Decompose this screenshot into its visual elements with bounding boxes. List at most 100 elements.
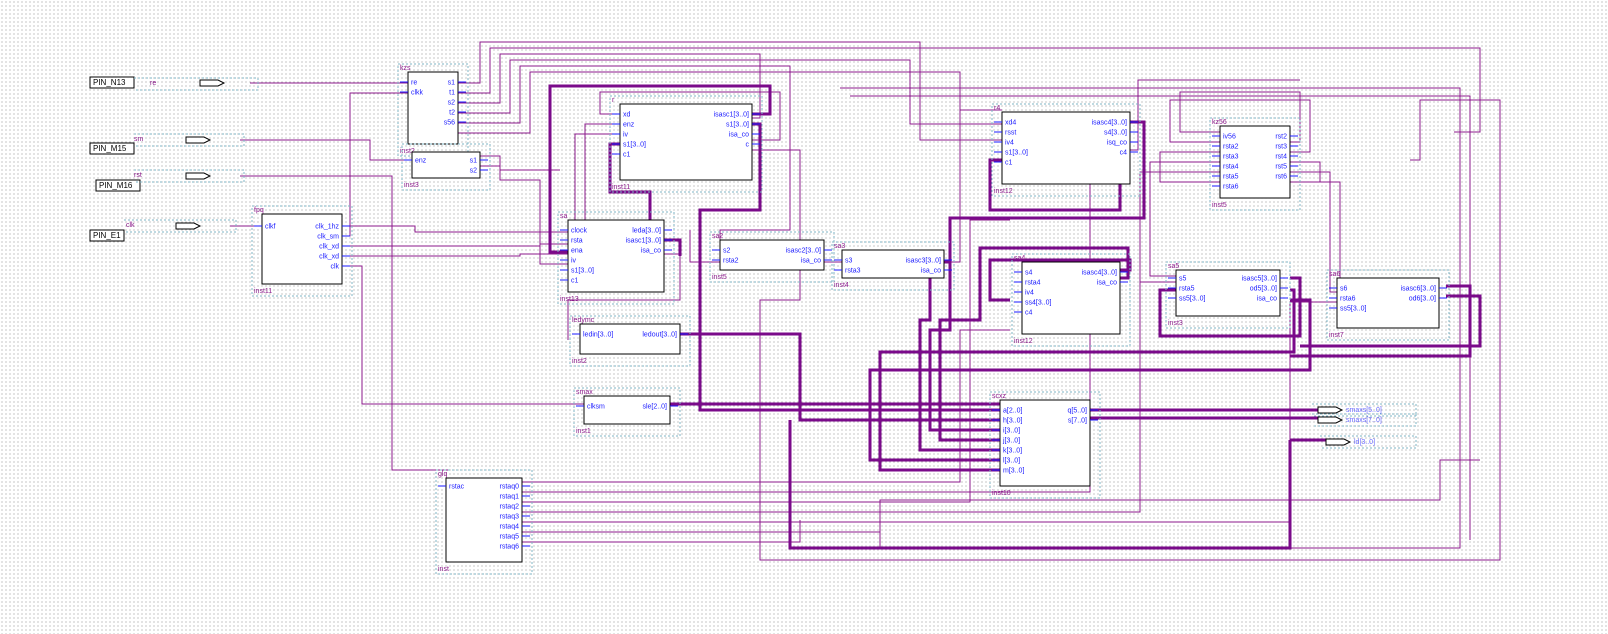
- output-port[interactable]: s1: [470, 158, 478, 165]
- output-port[interactable]: isasc1[3..0]: [714, 112, 749, 119]
- input-port[interactable]: s1[3..0]: [571, 268, 594, 275]
- input-port[interactable]: rsta4: [1223, 164, 1239, 171]
- output-port[interactable]: rstaq4: [500, 524, 520, 531]
- block-scxz[interactable]: scxzinst10a[2..0]h[3..0]i[3..0]j[3..0]k[…: [989, 391, 1101, 499]
- output-port[interactable]: rst2: [1275, 134, 1287, 141]
- block-body[interactable]: [999, 399, 1091, 487]
- input-port[interactable]: s4: [1025, 270, 1033, 277]
- input-port[interactable]: rsta3: [1223, 154, 1239, 161]
- output-port[interactable]: clk_xd: [319, 244, 339, 251]
- input-port[interactable]: rsta6: [1223, 184, 1239, 191]
- input-port[interactable]: enz: [415, 158, 427, 165]
- output-port[interactable]: s1: [448, 80, 456, 87]
- output-port[interactable]: rstaq1: [500, 494, 520, 501]
- output-port[interactable]: t1: [449, 90, 455, 97]
- input-port[interactable]: iv56: [1223, 134, 1236, 141]
- input-port[interactable]: h[3..0]: [1003, 418, 1023, 425]
- input-port[interactable]: iv: [623, 132, 629, 139]
- output-port[interactable]: isa_co: [1257, 296, 1277, 303]
- input-pin-rst[interactable]: PIN_M16 rst: [95, 169, 245, 192]
- output-port[interactable]: isasc4[3..0]: [1082, 270, 1117, 277]
- block-sa5[interactable]: sa5inst3s5rsta5ss5[3..0]isasc5[3..0]od5[…: [1165, 261, 1291, 329]
- block-body[interactable]: [407, 71, 459, 145]
- input-port[interactable]: rsta5: [1179, 286, 1195, 293]
- output-port[interactable]: s[7..0]: [1068, 418, 1087, 425]
- input-port[interactable]: j[3..0]: [1002, 438, 1020, 445]
- block-r4[interactable]: r4inst12xd4rsstiv4s1[3..0]c1isasc4[3..0]…: [991, 103, 1141, 197]
- input-port[interactable]: s1[3..0]: [623, 142, 646, 149]
- input-port[interactable]: rsta4: [1025, 280, 1041, 287]
- input-port[interactable]: c1: [1005, 160, 1013, 167]
- output-pin-smaxs-7[interactable]: smaxs[7..0]: [1312, 413, 1417, 427]
- input-port[interactable]: c1: [623, 152, 631, 159]
- output-port[interactable]: c4: [1120, 150, 1128, 157]
- output-pin-ld[interactable]: ld[3..0]: [1320, 435, 1417, 449]
- input-pin-sm[interactable]: PIN_M15 sm: [89, 133, 245, 155]
- block-body[interactable]: [579, 323, 681, 355]
- block-body[interactable]: [841, 249, 945, 279]
- input-port[interactable]: k[3..0]: [1003, 448, 1022, 455]
- output-port[interactable]: s2: [470, 168, 478, 175]
- output-port[interactable]: rstaq5: [500, 534, 520, 541]
- block-body[interactable]: [261, 213, 343, 285]
- block-body[interactable]: [1336, 277, 1440, 329]
- input-port[interactable]: i[3..0]: [1003, 428, 1020, 435]
- output-port[interactable]: isasc5[3..0]: [1242, 276, 1277, 283]
- input-pin-clk[interactable]: PIN_E1 clk: [89, 219, 237, 242]
- block-body[interactable]: [583, 395, 671, 425]
- input-port[interactable]: ss5[3..0]: [1340, 306, 1367, 313]
- block-body[interactable]: [1175, 269, 1281, 317]
- output-port[interactable]: clk_sm: [317, 234, 339, 241]
- output-port[interactable]: clk_xd: [319, 254, 339, 261]
- output-port[interactable]: rstaq6: [500, 544, 520, 551]
- input-port[interactable]: iv4: [1005, 140, 1014, 147]
- output-port[interactable]: isa_co: [1097, 280, 1117, 287]
- output-port[interactable]: od6[3..0]: [1409, 296, 1436, 303]
- input-port[interactable]: s2: [723, 248, 731, 255]
- output-port[interactable]: isa_co: [921, 268, 941, 275]
- input-port[interactable]: iv4: [1025, 290, 1034, 297]
- input-port[interactable]: c1: [571, 278, 579, 285]
- output-port[interactable]: rst6: [1275, 174, 1287, 181]
- input-port[interactable]: ena: [571, 248, 583, 255]
- block-kz56[interactable]: kz56inst5iv56rsta2rsta3rsta4rsta5rsta6rs…: [1209, 117, 1301, 211]
- block-body[interactable]: [719, 239, 825, 271]
- output-port[interactable]: od5[3..0]: [1250, 286, 1277, 293]
- input-port[interactable]: rsta6: [1340, 296, 1356, 303]
- output-port[interactable]: isasc4[3..0]: [1092, 120, 1127, 127]
- input-port[interactable]: s3: [845, 258, 853, 265]
- output-port[interactable]: leda[3..0]: [632, 228, 661, 235]
- block-body[interactable]: [1001, 111, 1131, 185]
- output-port[interactable]: isa_co: [729, 132, 749, 139]
- output-port[interactable]: s2: [448, 100, 456, 107]
- output-port[interactable]: rstaq2: [500, 504, 520, 511]
- block-sa6[interactable]: sa6inst7s6rsta6ss5[3..0]isasc6[3..0]od6[…: [1326, 269, 1450, 341]
- input-port[interactable]: clkf: [265, 224, 276, 231]
- input-port[interactable]: ledin[3..0]: [583, 332, 613, 339]
- input-port[interactable]: iv: [571, 258, 577, 265]
- input-port[interactable]: a[2..0]: [1003, 408, 1023, 415]
- block-body[interactable]: [567, 219, 665, 293]
- block-sa4[interactable]: sa4inst12s4rsta4iv4ss4[3..0]c4isasc4[3..…: [1011, 253, 1131, 347]
- input-port[interactable]: rsta3: [845, 268, 861, 275]
- output-port[interactable]: s1[3..0]: [726, 122, 749, 129]
- output-port[interactable]: isasc1[3..0]: [626, 238, 661, 245]
- input-port[interactable]: rsta2: [1223, 144, 1239, 151]
- output-port[interactable]: rstaq3: [500, 514, 520, 521]
- input-port[interactable]: ss5[3..0]: [1179, 296, 1206, 303]
- block-body[interactable]: [1021, 261, 1121, 335]
- block-body[interactable]: [411, 151, 481, 179]
- output-port[interactable]: isasc2[3..0]: [786, 248, 821, 255]
- input-port[interactable]: rsta2: [723, 258, 739, 265]
- block-body[interactable]: [1219, 125, 1291, 199]
- output-port[interactable]: rst5: [1275, 164, 1287, 171]
- output-port[interactable]: isasc3[3..0]: [906, 258, 941, 265]
- input-port[interactable]: re: [411, 80, 417, 87]
